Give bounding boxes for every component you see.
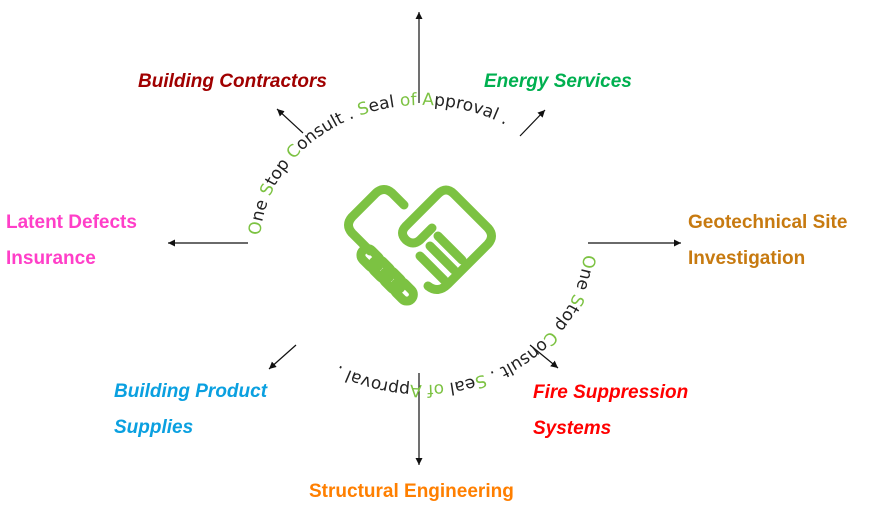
arrow-building-contractors <box>276 108 304 134</box>
label-fire-suppression: Fire Suppression Systems <box>533 375 688 447</box>
label-latent-defects-line-1: Latent Defects <box>6 212 137 233</box>
ring-segment: of <box>422 379 445 400</box>
label-latent-defects-line-2: Insurance <box>6 248 96 269</box>
arrow-energy-services <box>519 109 546 137</box>
ring-segment: eal <box>443 373 478 399</box>
ring-segment: onsult . <box>292 102 362 155</box>
label-structural-line-1: Structural Engineering <box>309 481 514 502</box>
label-building-contractors-line-1: Building Contractors <box>138 71 327 92</box>
handshake-icon <box>344 185 496 306</box>
label-fire-suppression-line-2: Systems <box>533 418 612 439</box>
arrow-fire-suppression <box>529 344 559 369</box>
label-energy-services: Energy Services <box>484 64 632 100</box>
label-geotechnical: Geotechnical Site Investigation <box>688 205 847 277</box>
label-geotechnical-line-1: Geotechnical Site <box>688 212 848 233</box>
label-building-product-line-1: Building Product <box>114 381 268 402</box>
ring-segment: of <box>399 90 422 111</box>
arrow-building-product <box>268 344 297 370</box>
label-latent-defects: Latent Defects Insurance <box>6 205 137 277</box>
ring-segment: eal <box>366 91 401 117</box>
ring-segment: pproval . <box>332 361 411 400</box>
label-building-product-line-2: Supplies <box>114 417 194 438</box>
ring-segment: O <box>245 220 267 236</box>
label-building-contractors: Building Contractors <box>138 64 327 100</box>
ring-segment: A <box>422 90 435 110</box>
ring-segment: O <box>577 254 599 270</box>
label-structural: Structural Engineering <box>309 474 514 510</box>
label-geotechnical-line-2: Investigation <box>688 248 806 269</box>
label-fire-suppression-line-1: Fire Suppression <box>533 382 689 403</box>
label-building-product: Building Product Supplies <box>114 374 267 446</box>
ring-segment: A <box>409 380 422 400</box>
label-energy-services-line-1: Energy Services <box>484 71 632 92</box>
